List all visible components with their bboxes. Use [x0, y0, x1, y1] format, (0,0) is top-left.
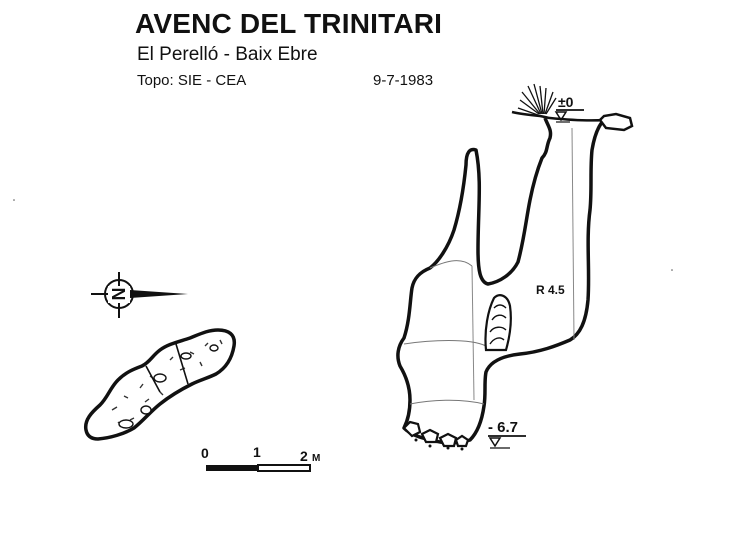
- scale-bar-segment-2: [257, 464, 311, 472]
- north-letter-box: [108, 286, 130, 303]
- entrance-depth-marker: ±0: [554, 94, 584, 123]
- scale-unit: M: [312, 453, 320, 464]
- bottom-depth-label: - 6.7: [488, 419, 518, 436]
- entrance-depth-label: ±0: [558, 94, 574, 110]
- floor-pebbles: [414, 438, 464, 451]
- section-outline: [396, 117, 606, 445]
- north-letter: N: [109, 288, 129, 301]
- cave-title: AVENC DEL TRINITARI: [135, 8, 443, 39]
- section-cross-line-1: [429, 260, 473, 269]
- shaft-rubble-column: [484, 294, 512, 352]
- shaft-guide-right: [571, 127, 575, 341]
- plan-divider-a: [145, 365, 161, 393]
- entrance-vegetation-icon: [517, 83, 557, 116]
- entrance-rim: [511, 110, 605, 122]
- plan-view: [83, 328, 237, 441]
- scan-speck-1: [13, 199, 15, 201]
- section-cross-line-2: [403, 340, 487, 347]
- entrance-rock: [598, 112, 634, 132]
- pitch-label: R 4.5: [536, 283, 565, 297]
- section-view: ±0 - 6.7 R 4.5: [396, 83, 634, 451]
- scale-bar: 0 1 2 M: [201, 444, 320, 472]
- north-arrow: N: [91, 272, 188, 318]
- plan-outline: [83, 328, 237, 441]
- scale-tick-0: 0: [201, 445, 209, 461]
- scan-speck-2: [671, 269, 673, 271]
- shaft-guide-left: [471, 265, 475, 401]
- survey-credit: Topo: SIE - CEA: [137, 72, 247, 89]
- section-cross-line-3: [409, 399, 485, 405]
- bottom-depth-marker: - 6.7: [488, 419, 526, 449]
- plan-blocks: [118, 344, 219, 429]
- north-arrow-pointer: [130, 290, 188, 298]
- survey-date: 9-7-1983: [373, 72, 434, 89]
- plan-divider-b: [175, 343, 189, 385]
- scale-tick-1: 1: [253, 444, 261, 460]
- scale-tick-2: 2: [300, 448, 308, 464]
- cave-location: El Perelló - Baix Ebre: [137, 44, 318, 65]
- floor-boulders: [402, 420, 470, 448]
- scale-bar-segment-1: [206, 465, 258, 471]
